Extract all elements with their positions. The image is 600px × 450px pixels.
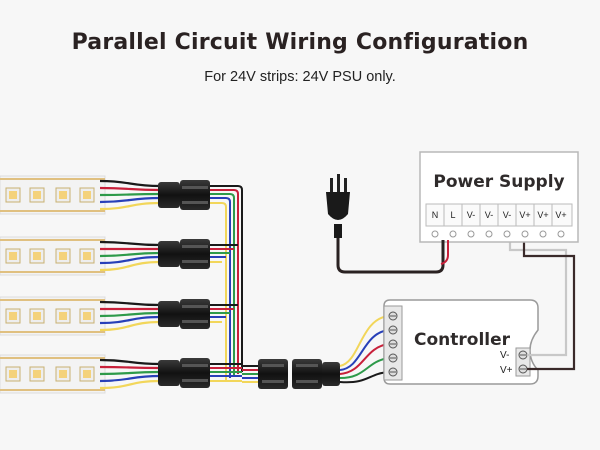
power-supply: Power Supply N L V- V- V- V+ V+ V+ — [419, 151, 579, 243]
strip-connectors — [158, 180, 210, 388]
led-strip — [0, 296, 106, 336]
controller-input-terminals — [388, 311, 398, 377]
wire-bundle — [99, 300, 161, 332]
connector-plug — [158, 358, 210, 388]
connector-to-controller-wires — [339, 315, 389, 384]
wire-bundle — [99, 179, 161, 211]
psu-terminal-vplus-2: V+ — [537, 210, 548, 220]
power-supply-label: Power Supply — [433, 172, 564, 192]
connector-plug — [158, 239, 210, 269]
connector-plug — [158, 299, 210, 329]
connector-plug — [158, 180, 210, 210]
controller-to-psu-wires — [508, 232, 576, 371]
psu-terminal-vminus-3: V- — [503, 210, 512, 220]
controller-vminus-label: V- — [500, 350, 509, 361]
mains-plug-icon — [326, 174, 449, 274]
wire-bundle — [99, 240, 161, 272]
wire-bundle — [99, 358, 161, 390]
led-strip — [0, 354, 106, 394]
psu-screw-row — [431, 230, 565, 238]
psu-terminal-l: L — [450, 210, 455, 220]
controller-label: Controller — [414, 330, 511, 350]
bus-wires — [210, 183, 262, 383]
psu-terminal-vminus-2: V- — [485, 210, 494, 220]
led-strip — [0, 175, 106, 215]
led-strip — [0, 236, 106, 276]
strip-to-connector-wires — [99, 179, 161, 390]
psu-terminal-vminus-1: V- — [467, 210, 476, 220]
page-subtitle: For 24V strips: 24V PSU only. — [204, 69, 396, 85]
psu-terminal-vplus-3: V+ — [555, 210, 566, 220]
psu-terminal-vplus-1: V+ — [519, 210, 530, 220]
psu-terminal-n: N — [432, 210, 439, 220]
page-title: Parallel Circuit Wiring Configuration — [71, 30, 529, 55]
middle-connector — [258, 359, 340, 389]
psu-terminal-block: N L V- V- V- V+ V+ V+ — [425, 203, 573, 227]
controller-vplus-label: V+ — [500, 365, 513, 376]
led-strips — [0, 175, 106, 394]
controller: Controller V- V+ — [383, 299, 539, 385]
